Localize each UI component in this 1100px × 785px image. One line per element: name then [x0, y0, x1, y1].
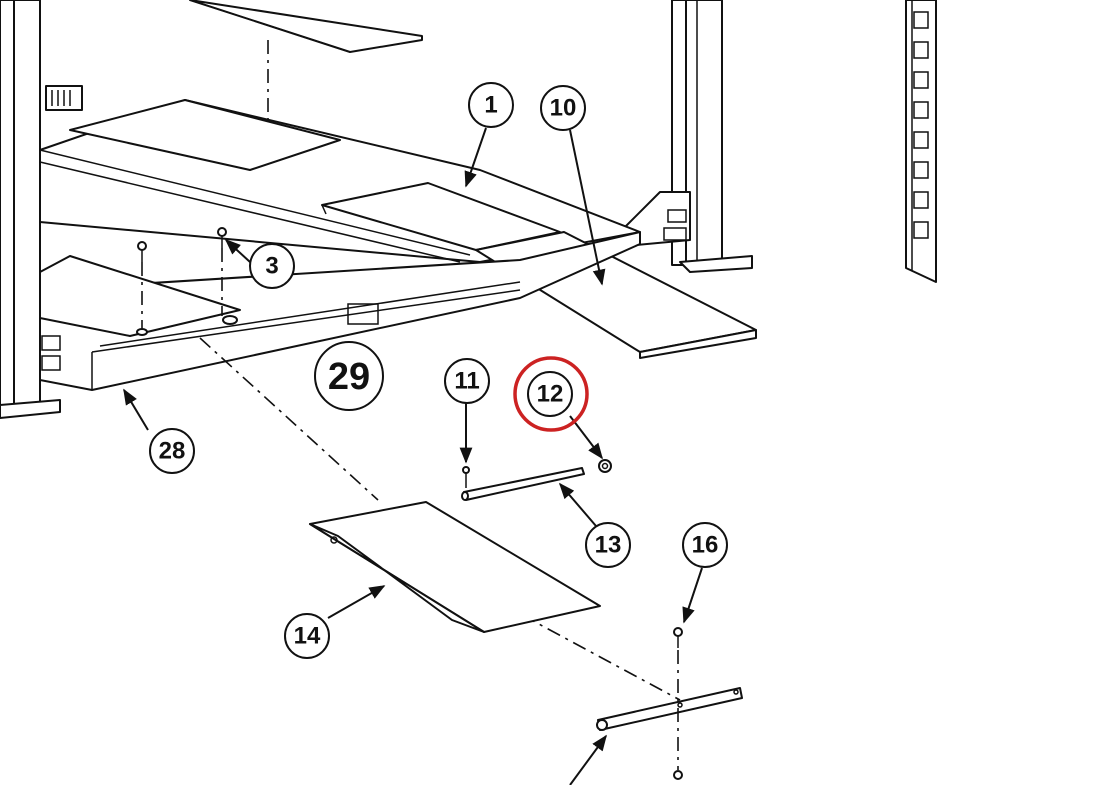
callout-16: 16: [682, 522, 728, 568]
callout-10: 10: [540, 85, 586, 131]
callout-28: 28: [149, 428, 195, 474]
left-post: [0, 0, 61, 419]
callout-10-label: 10: [550, 95, 577, 122]
front-cross-beam: [39, 231, 641, 391]
top-cover-plate: [189, 0, 423, 53]
callout-29: 29: [314, 341, 384, 411]
callout-11-label: 11: [454, 368, 479, 395]
callout-12-label: 12: [537, 381, 564, 408]
approach-ramp-detached: [309, 501, 601, 633]
callout-3-label: 3: [265, 253, 278, 280]
callout-1-label: 1: [484, 92, 497, 119]
ladder-post: [905, 0, 937, 283]
callout-16-label: 16: [692, 532, 719, 559]
runway-deck: [39, 85, 641, 263]
bolt-right: [217, 227, 238, 325]
callout-14: 14: [284, 613, 330, 659]
callout-3: 3: [249, 243, 295, 289]
ladder-slots: [913, 11, 929, 239]
highlight-ring: [513, 356, 589, 432]
right-post: [625, 0, 753, 273]
callout-1: 1: [468, 82, 514, 128]
bolt-left: [136, 241, 148, 336]
callout-29-label: 29: [328, 356, 370, 398]
lower-deck-plate: [39, 255, 241, 337]
callout-14-label: 14: [294, 623, 321, 650]
callout-13-label: 13: [595, 532, 622, 559]
callout-13: 13: [585, 522, 631, 568]
lock-nut: [598, 459, 612, 473]
bracket-bolt: [673, 627, 683, 780]
callout-12: 12: [527, 371, 573, 417]
leader-lines: [123, 127, 703, 785]
callout-28-label: 28: [159, 438, 186, 465]
axle-rod: [461, 467, 585, 501]
clevis-pin: [462, 466, 470, 488]
callout-11: 11: [444, 358, 490, 404]
ramp-bracket: [596, 687, 743, 731]
